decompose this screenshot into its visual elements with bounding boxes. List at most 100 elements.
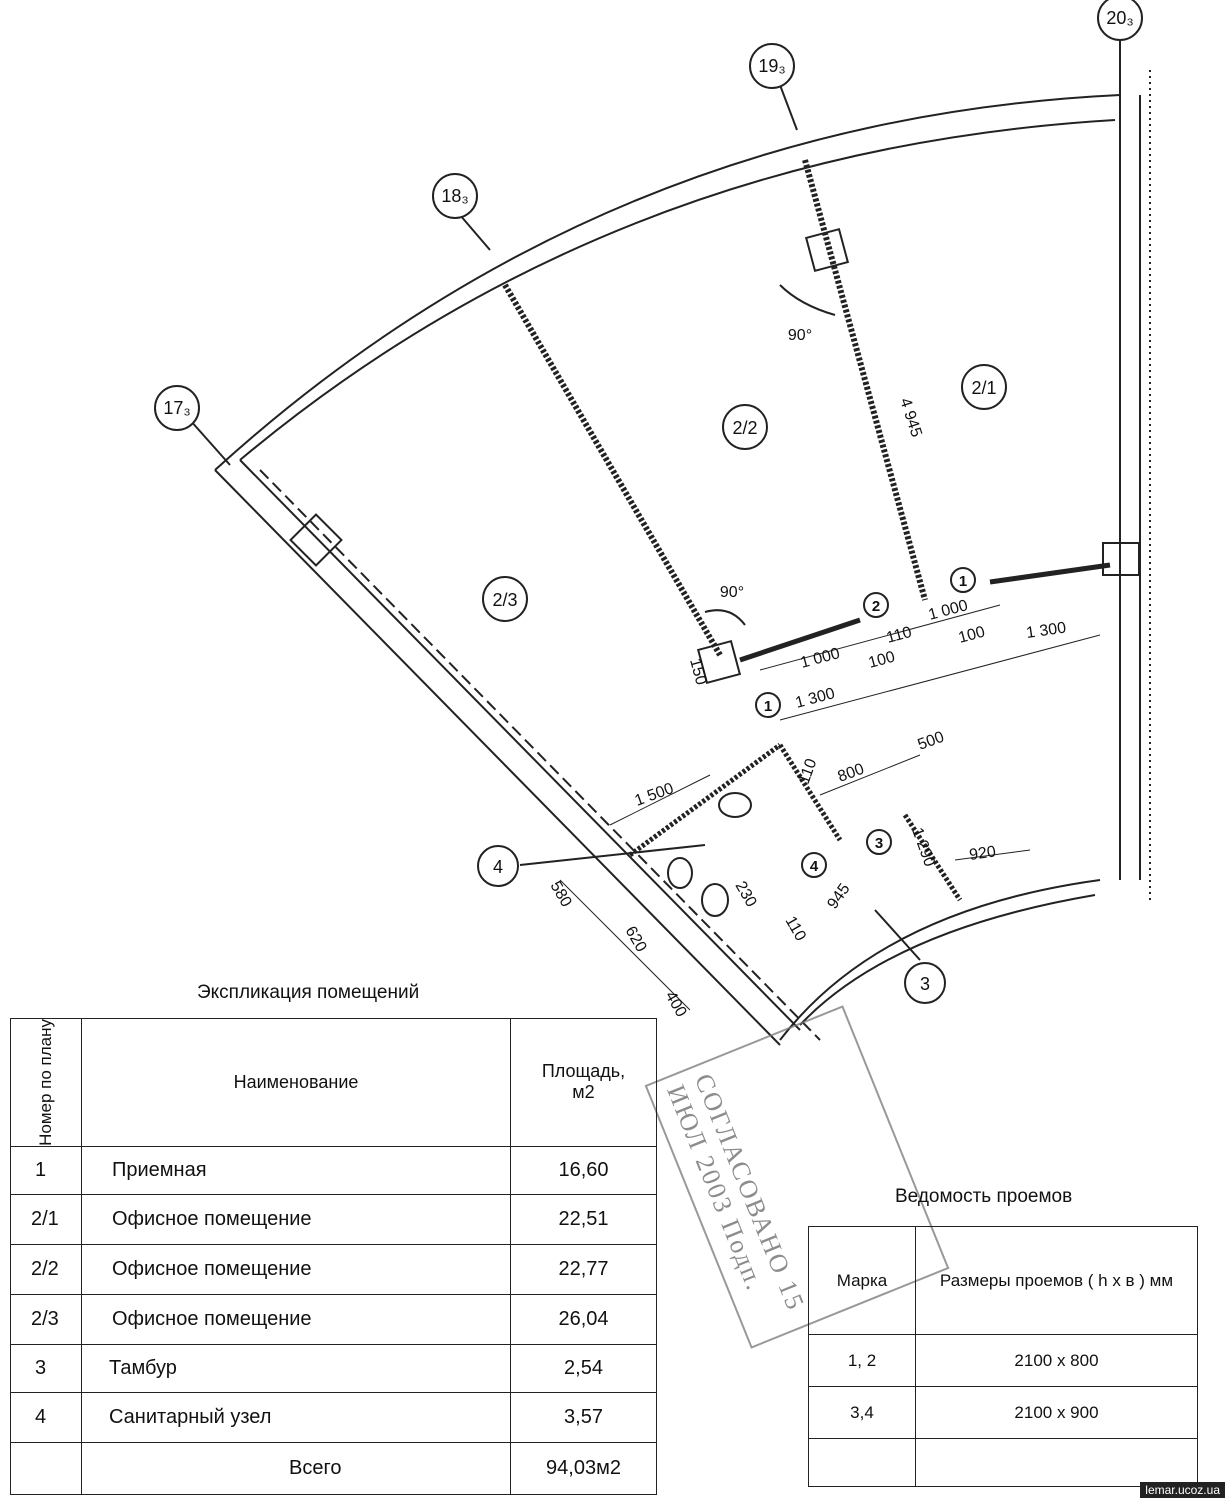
explication-table: Номер по плану Наименование Площадь, м2 … — [10, 1018, 657, 1495]
row-area: 22,77 — [510, 1243, 657, 1295]
dim-920: 920 — [968, 843, 997, 864]
door-label-1a: 1 — [959, 573, 967, 590]
dim-line-1 — [759, 604, 1001, 671]
room-marker-2-1 — [961, 364, 1007, 410]
door-leaf-1 — [989, 562, 1111, 585]
dim-500: 500 — [916, 729, 947, 754]
leader-4 — [519, 844, 706, 866]
axis-label-17: 17₃ — [163, 398, 190, 418]
dim-1300b: 1 300 — [1025, 620, 1067, 642]
toilet-icon — [701, 883, 729, 917]
angle-label-left: 90° — [720, 584, 744, 601]
row-num: 4 — [10, 1391, 82, 1443]
row-mark: 1, 2 — [808, 1334, 916, 1387]
row-name: Приемная — [81, 1145, 511, 1195]
openings-row: 1, 2 2100 х 800 — [808, 1334, 1198, 1387]
partition-vestibule — [902, 813, 963, 902]
header-size: Размеры проемов ( h x в ) мм — [915, 1226, 1198, 1335]
dim-110c: 110 — [782, 914, 810, 945]
partition-sanitary — [777, 743, 843, 842]
dim-945: 945 — [824, 881, 853, 913]
dim-1290: 1 290 — [908, 826, 938, 870]
row-num: 1 — [10, 1145, 82, 1195]
callout-label-4: 4 — [493, 857, 503, 877]
dim-line-4 — [819, 754, 921, 796]
row-area: 16,60 — [510, 1145, 657, 1195]
row-size — [915, 1438, 1198, 1487]
dim-100a: 100 — [867, 649, 897, 672]
room-marker-2-3 — [482, 576, 528, 622]
dim-110a: 110 — [885, 624, 914, 647]
openings-row: 3,4 2100 х 900 — [808, 1386, 1198, 1439]
axis-label-18: 18₃ — [441, 186, 468, 206]
room-marker-2-2 — [722, 404, 768, 450]
door-marker-1b — [755, 692, 781, 718]
row-num: 2/3 — [10, 1293, 82, 1345]
left-axis-line — [259, 469, 821, 1041]
dim-580: 580 — [547, 879, 575, 911]
row-area: 26,04 — [510, 1293, 657, 1345]
door-label-3: 3 — [875, 835, 883, 852]
row-num: 2/2 — [10, 1243, 82, 1295]
openings-header-row: Марка Размеры проемов ( h x в ) мм — [808, 1226, 1198, 1335]
row-mark — [808, 1438, 916, 1487]
row-name: Санитарный узел — [81, 1391, 511, 1443]
door-marker-1a — [950, 567, 976, 593]
angle-label-top: 90° — [788, 327, 812, 344]
column-center — [696, 639, 742, 685]
row-mark: 3,4 — [808, 1386, 916, 1439]
door-marker-3 — [866, 829, 892, 855]
lower-wall-line — [779, 879, 1101, 1041]
total-label: Всего — [81, 1441, 511, 1495]
row-size: 2100 х 900 — [915, 1386, 1198, 1439]
explication-row: 2/3 Офисное помещение 26,04 — [10, 1293, 657, 1345]
dim-620: 620 — [622, 924, 650, 956]
dim-400: 400 — [662, 989, 690, 1021]
row-name: Тамбур — [81, 1343, 511, 1393]
column-top — [804, 227, 850, 273]
header-area: Площадь, м2 — [510, 1018, 657, 1147]
outer-wall-line — [214, 94, 1121, 471]
left-wall-line — [214, 469, 781, 1046]
dim-1500: 1 500 — [633, 780, 677, 810]
explication-row: 2/2 Офисное помещение 22,77 — [10, 1243, 657, 1295]
explication-row: 3 Тамбур 2,54 — [10, 1343, 657, 1393]
sink-icon — [718, 792, 752, 818]
callout-label-3: 3 — [920, 974, 930, 994]
dim-line-2 — [779, 634, 1101, 721]
dim-line-3 — [609, 774, 711, 826]
column-left — [289, 513, 343, 567]
callout-marker-3 — [904, 962, 946, 1004]
door-leaf-2 — [739, 617, 861, 663]
outer-wall-line-inner — [239, 119, 1116, 461]
row-name: Офисное помещение — [81, 1193, 511, 1245]
axis-marker-19 — [749, 43, 795, 89]
dim-110b: 110 — [796, 756, 821, 786]
door-marker-4 — [801, 852, 827, 878]
explication-row: 2/1 Офисное помещение 22,51 — [10, 1193, 657, 1245]
callout-marker-4 — [477, 845, 519, 887]
row-num: 2/1 — [10, 1193, 82, 1245]
dim-line-5 — [559, 879, 691, 1011]
dim-1000a: 1 000 — [799, 645, 842, 672]
axis-label-20: 20₃ — [1106, 8, 1133, 28]
room-label-2-3: 2/3 — [492, 590, 517, 610]
dim-230: 230 — [732, 879, 760, 911]
header-name: Наименование — [81, 1018, 511, 1147]
header-num-cell: Номер по плану — [10, 1018, 82, 1147]
axis-marker-17 — [154, 385, 200, 431]
openings-table: Марка Размеры проемов ( h x в ) мм 1, 2 … — [808, 1226, 1198, 1487]
axis-leader-19 — [779, 84, 798, 131]
angle-arc-top — [779, 284, 836, 316]
explication-row: 4 Санитарный узел 3,57 — [10, 1391, 657, 1443]
angle-arc-left — [704, 609, 746, 626]
row-size: 2100 х 800 — [915, 1334, 1198, 1387]
partition-2-2-2-3 — [502, 283, 723, 657]
explication-header-row: Номер по плану Наименование Площадь, м2 — [10, 1018, 657, 1147]
leader-3 — [874, 909, 921, 961]
room-label-2-1: 2/1 — [971, 378, 996, 398]
partition-2-1-2-2 — [802, 159, 928, 601]
door-label-2: 2 — [872, 598, 880, 615]
header-mark: Марка — [808, 1226, 916, 1335]
